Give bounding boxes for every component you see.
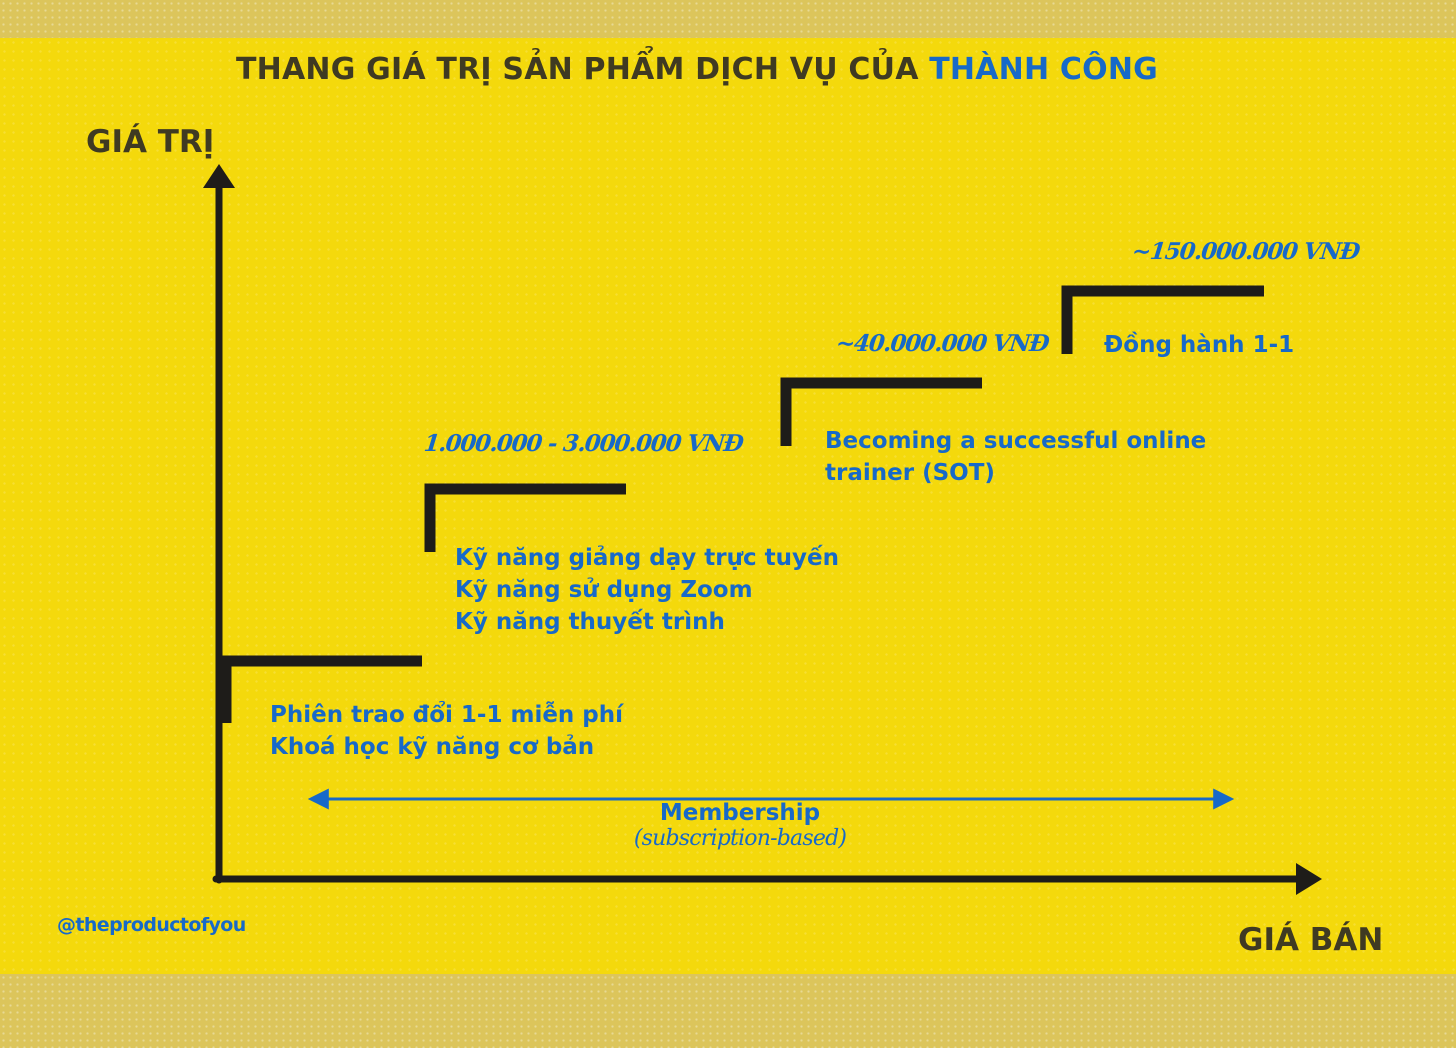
bottom-border [0, 974, 1456, 1048]
title-highlight: THÀNH CÔNG [929, 52, 1158, 87]
step-1-line: Khoá học kỹ năng cơ bản [270, 734, 595, 760]
y-axis-label: GIÁ TRỊ [86, 124, 215, 160]
poster-title: THANG GIÁ TRỊ SẢN PHẨM DỊCH VỤ CỦA THÀNH… [236, 52, 1158, 87]
step-bracket-3 [780, 377, 982, 446]
step-2-description: Kỹ năng giảng dạy trực tuyến Kỹ năng sử … [455, 542, 839, 638]
top-border [0, 0, 1456, 38]
membership-label-group: Membership (subscription-based) [560, 800, 920, 851]
y-axis-arrowhead [203, 164, 235, 188]
step-2-line: Kỹ năng sử dụng Zoom [455, 577, 753, 603]
step-bracket-4 [1061, 285, 1264, 354]
poster-background [0, 38, 1456, 974]
step-2-price: 1.000.000 - 3.000.000 VNĐ [422, 430, 745, 457]
x-axis [212, 863, 1322, 895]
step-2-line: Kỹ năng giảng dạy trực tuyến [455, 545, 839, 571]
step-3-line: trainer (SOT) [825, 460, 995, 486]
step-bracket-1 [220, 655, 422, 723]
step-4-line: Đồng hành 1-1 [1104, 332, 1295, 358]
step-4-price: ~150.000.000 VNĐ [1130, 238, 1361, 265]
membership-label: Membership [659, 800, 821, 826]
x-axis-label: GIÁ BÁN [1238, 922, 1384, 958]
step-3-line: Becoming a successful online [825, 428, 1207, 454]
step-3-description: Becoming a successful online trainer (SO… [825, 425, 1206, 489]
step-2-line: Kỹ năng thuyết trình [455, 609, 725, 635]
step-bracket-2 [424, 483, 626, 552]
step-4-description: Đồng hành 1-1 [1104, 329, 1294, 361]
y-axis [203, 164, 235, 884]
step-1-description: Phiên trao đổi 1-1 miễn phí Khoá học kỹ … [270, 699, 623, 763]
x-axis-arrowhead [1296, 863, 1322, 895]
author-handle: @theproductofyou [57, 914, 246, 936]
step-3-price: ~40.000.000 VNĐ [834, 330, 1050, 357]
step-1-line: Phiên trao đổi 1-1 miễn phí [270, 702, 624, 728]
membership-note: (subscription-based) [633, 826, 847, 851]
